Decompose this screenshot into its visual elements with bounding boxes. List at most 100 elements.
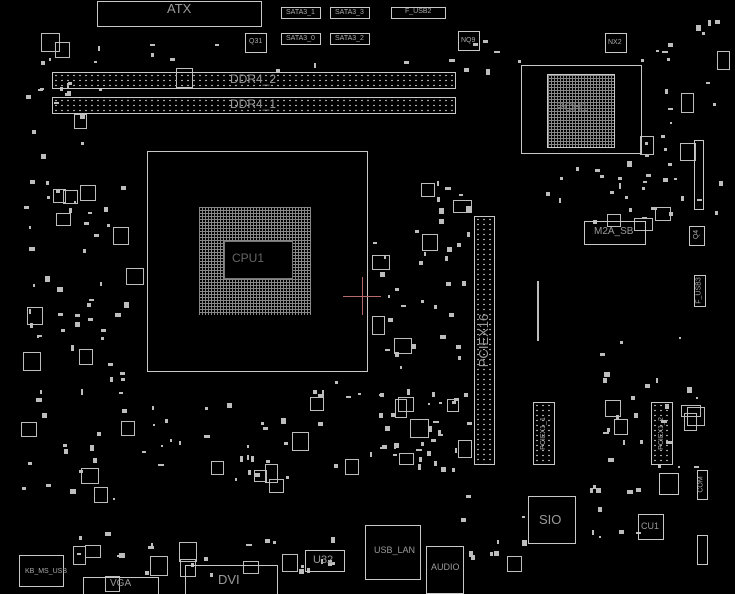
smd-pad xyxy=(706,81,711,84)
smd-pad xyxy=(559,176,564,181)
smd-pad xyxy=(395,442,399,448)
q4-component[interactable] xyxy=(689,226,705,246)
sata3-1-connector[interactable] xyxy=(281,7,321,19)
smd-pad xyxy=(485,69,490,76)
smd-pad xyxy=(595,169,600,172)
smd-pad xyxy=(424,252,427,257)
smd-pad xyxy=(663,147,667,152)
kb-ms-usb-connector[interactable] xyxy=(19,555,64,587)
smd-pad xyxy=(434,304,437,309)
audio-label: AUDIO xyxy=(431,562,460,572)
smd-pad xyxy=(214,43,219,47)
smd-pad xyxy=(666,58,671,62)
square-component[interactable] xyxy=(659,473,679,495)
com-header[interactable] xyxy=(697,470,708,500)
smd-pad xyxy=(417,464,421,470)
f-usb3-header[interactable] xyxy=(694,275,706,307)
smd-pad xyxy=(46,181,49,186)
atx-connector[interactable] xyxy=(97,1,262,27)
pciex16-slot[interactable] xyxy=(474,216,495,465)
smd-pad xyxy=(702,32,706,35)
smd-pad xyxy=(68,207,73,214)
smd-pad xyxy=(379,393,385,397)
smd-pad xyxy=(120,186,126,191)
smd-pad xyxy=(433,460,437,467)
smd-pad xyxy=(70,489,77,495)
smd-pad xyxy=(595,487,601,493)
dvi-connector[interactable] xyxy=(185,565,278,594)
smd-pad xyxy=(447,398,460,413)
smd-pad xyxy=(684,413,698,431)
smd-pad xyxy=(150,555,168,576)
smd-pad xyxy=(165,419,168,423)
smd-pad xyxy=(645,153,650,157)
smd-pad xyxy=(124,302,129,308)
smd-pad xyxy=(427,451,432,457)
smd-pad xyxy=(421,234,438,252)
smd-pad xyxy=(313,62,316,68)
smd-pad xyxy=(404,60,409,64)
smd-pad xyxy=(597,506,602,512)
smd-pad xyxy=(100,337,104,341)
smd-pad xyxy=(56,212,71,226)
smd-pad xyxy=(379,272,386,278)
smd-pad xyxy=(77,552,81,556)
ddr4-2-slot[interactable] xyxy=(52,72,456,89)
smd-pad xyxy=(482,40,488,44)
m2a-sb-connector[interactable] xyxy=(584,221,646,245)
smd-pad xyxy=(142,450,147,454)
smd-pad xyxy=(629,208,633,213)
ddr4-1-slot[interactable] xyxy=(52,97,456,114)
pch-chip[interactable] xyxy=(547,74,615,148)
smd-pad xyxy=(626,161,632,168)
usb-lan-connector[interactable] xyxy=(365,525,421,580)
pciex1-1-slot[interactable] xyxy=(533,402,555,465)
nx2-component[interactable] xyxy=(605,33,627,53)
q31-label: Q31 xyxy=(249,38,263,45)
smd-pad xyxy=(623,440,626,445)
sata3-3-connector[interactable] xyxy=(330,7,370,19)
smd-pad xyxy=(57,313,64,317)
cpu-socket[interactable] xyxy=(147,151,368,372)
smd-pad xyxy=(645,384,651,388)
smd-pad xyxy=(203,556,208,562)
smd-pad xyxy=(630,396,635,401)
vga-connector[interactable] xyxy=(83,577,159,594)
smd-pad xyxy=(440,467,447,472)
f-usb2-header[interactable] xyxy=(391,7,446,19)
u32-chip[interactable] xyxy=(305,550,345,572)
smd-pad xyxy=(591,530,595,535)
smd-pad xyxy=(432,420,439,424)
smd-pad xyxy=(687,387,692,393)
cu1-label: CU1 xyxy=(641,521,660,531)
smd-pad xyxy=(494,50,501,53)
smd-pad xyxy=(419,456,422,462)
pciex1-2-slot[interactable] xyxy=(651,402,673,465)
smd-pad xyxy=(399,366,403,369)
smd-pad xyxy=(79,113,86,119)
pch-outline[interactable] xyxy=(521,65,642,154)
smd-pad xyxy=(298,568,305,574)
smd-pad xyxy=(507,556,522,572)
cu1-chip[interactable] xyxy=(638,514,664,540)
smd-pad xyxy=(662,50,669,54)
sio-chip[interactable] xyxy=(528,496,576,544)
smd-pad xyxy=(657,464,662,469)
sata3-0-connector[interactable] xyxy=(281,33,321,45)
right-header[interactable] xyxy=(694,140,704,210)
smd-pad xyxy=(467,231,470,237)
smd-pad xyxy=(306,568,311,573)
smd-pad xyxy=(693,465,699,469)
smd-pad xyxy=(283,442,289,446)
smd-pad xyxy=(664,88,669,94)
smd-pad xyxy=(112,226,130,246)
q31-component[interactable] xyxy=(245,33,267,53)
com-header-2[interactable] xyxy=(697,535,708,565)
sata3-2-connector[interactable] xyxy=(330,33,370,45)
nq9-component[interactable] xyxy=(458,31,480,51)
smd-pad xyxy=(170,58,176,61)
smd-pad xyxy=(204,435,211,438)
usb-lan-label: USB_LAN xyxy=(374,545,416,555)
smd-pad xyxy=(593,485,597,490)
